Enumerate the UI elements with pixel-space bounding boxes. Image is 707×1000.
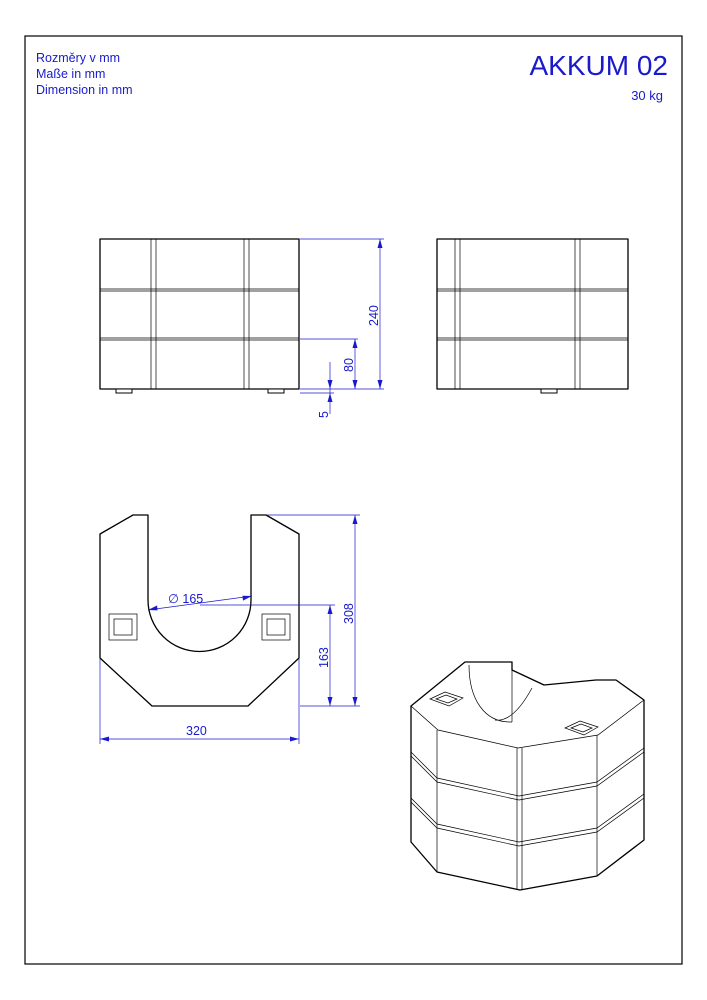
- units-label-de: Maße in mm: [36, 67, 105, 81]
- iso-body: [410, 661, 645, 891]
- dim-width-total: 320: [186, 724, 207, 738]
- front-view-dimensions: 240 80 5: [300, 238, 384, 418]
- front-foot-right: [267, 388, 285, 394]
- dim-center-offset: 163: [317, 647, 331, 668]
- iso-handle-right: [564, 720, 599, 736]
- front-foot-left: [115, 388, 133, 394]
- product-weight: 30 kg: [631, 88, 663, 103]
- units-label-cz: Rozměry v mm: [36, 51, 120, 65]
- isometric-view: [410, 661, 645, 891]
- top-view: [99, 514, 300, 707]
- front-view: [99, 238, 300, 394]
- units-note: Rozměry v mm Maße in mm Dimension in mm: [36, 51, 133, 97]
- handle-recess-right: [261, 613, 291, 641]
- product-title: AKKUM 02: [530, 50, 669, 81]
- top-view-dimensions: ∅ 165 308 163 320: [99, 514, 360, 744]
- side-view: [436, 238, 629, 394]
- dim-foot-height: 5: [317, 411, 331, 418]
- units-label-en: Dimension in mm: [36, 83, 133, 97]
- side-foot: [540, 388, 558, 394]
- handle-recess-left: [108, 613, 138, 641]
- dim-depth-total: 308: [342, 603, 356, 624]
- iso-handle-left: [429, 691, 464, 707]
- dim-inner-diameter: ∅ 165: [168, 592, 203, 606]
- top-view-outline: [99, 514, 300, 707]
- drawing-frame: [24, 35, 683, 965]
- dim-layer-height: 80: [342, 358, 356, 372]
- dim-height-total: 240: [367, 305, 381, 326]
